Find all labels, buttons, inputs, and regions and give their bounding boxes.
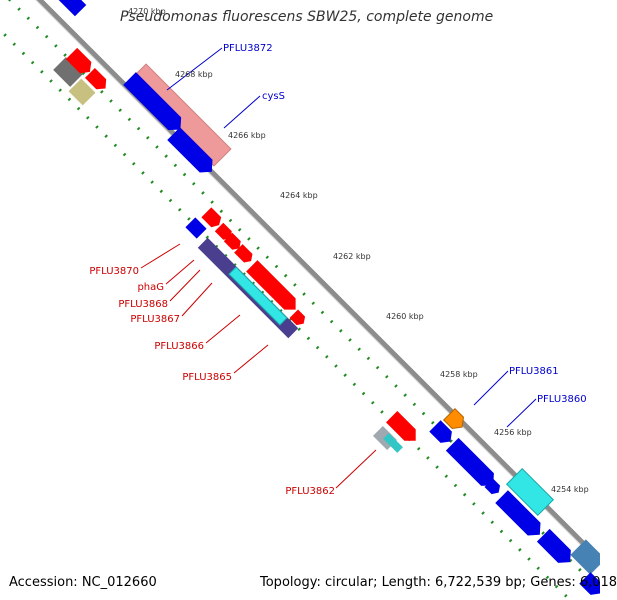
gene-label-pflu3860[interactable]: PFLU3860 — [537, 394, 587, 405]
callout-line-pflu3860 — [506, 398, 537, 428]
gene-label-pflu3868[interactable]: PFLU3868 — [118, 299, 168, 310]
callout-line-pflu3870 — [140, 243, 181, 269]
cds-reverse-feature[interactable] — [234, 244, 255, 265]
gene-label-cyss[interactable]: cysS — [262, 91, 285, 102]
cds-forward-feature[interactable] — [445, 437, 500, 492]
cds-reverse-feature[interactable] — [65, 47, 96, 78]
tick-label-cutoff: 4270 kbp — [128, 7, 166, 16]
cds-reverse-feature[interactable] — [386, 411, 421, 446]
gene-label-phag[interactable]: phaG — [137, 282, 164, 293]
cds-reverse-feature[interactable] — [289, 309, 308, 328]
genome-map: PFLU3872 cysS PFLU3861 PFLU3860 PFLU3870… — [0, 0, 600, 600]
cds-cyan-feature[interactable] — [505, 467, 555, 517]
accession-text: Accession: NC_012660 — [9, 575, 157, 590]
tick-label: 4260 kbp — [386, 312, 424, 321]
tick-label: 4268 kbp — [175, 70, 213, 79]
cds-reverse-feature[interactable] — [246, 260, 301, 315]
cds-olive-feature[interactable] — [68, 78, 96, 106]
cds-forward-feature[interactable] — [579, 572, 606, 599]
cds-forward-feature[interactable] — [123, 72, 187, 136]
callout-line-pflu3872 — [166, 47, 223, 91]
cds-steel-feature[interactable] — [570, 539, 605, 575]
cds-cyan-feature[interactable] — [228, 266, 288, 326]
cds-gray-feature[interactable] — [53, 57, 83, 87]
cds-forward-feature[interactable] — [484, 478, 503, 497]
callout-line-pflu3866 — [205, 314, 241, 344]
tick-label: 4254 kbp — [551, 485, 589, 494]
tick-label: 4258 kbp — [440, 370, 478, 379]
gene-label-pflu3872[interactable]: PFLU3872 — [223, 43, 273, 54]
cds-forward-feature[interactable] — [495, 490, 546, 541]
tick-label: 4266 kbp — [228, 131, 266, 140]
gene-label-pflu3865[interactable]: PFLU3865 — [182, 372, 232, 383]
cds-reverse-feature[interactable] — [84, 67, 110, 93]
tick-label: 4262 kbp — [333, 252, 371, 261]
cds-forward-feature[interactable] — [167, 127, 218, 178]
gene-label-pflu3867[interactable]: PFLU3867 — [130, 314, 180, 325]
gene-label-pflu3866[interactable]: PFLU3866 — [154, 341, 204, 352]
tick-label: 4256 kbp — [494, 428, 532, 437]
tick-label: 4264 kbp — [280, 191, 318, 200]
callout-line-pflu3861 — [473, 370, 509, 406]
callout-line-pflu3868 — [169, 269, 201, 302]
topology-summary: Topology: circular; Length: 6,722,539 bp… — [260, 575, 617, 590]
callout-line-cyss — [223, 95, 261, 129]
callout-line-phag — [165, 259, 195, 285]
gene-label-pflu3870[interactable]: PFLU3870 — [89, 266, 139, 277]
gene-label-pflu3862[interactable]: PFLU3862 — [285, 486, 335, 497]
cds-forward-feature[interactable] — [185, 217, 207, 239]
genome-title: Pseudomonas fluorescens SBW25, complete … — [120, 9, 494, 25]
cds-orange-feature[interactable] — [442, 407, 468, 433]
callout-line-pflu3862 — [335, 449, 377, 489]
callout-line-pflu3867 — [181, 282, 213, 317]
gene-label-pflu3861[interactable]: PFLU3861 — [509, 366, 559, 377]
cds-cyan-feature[interactable] — [383, 433, 403, 453]
cds-forward-feature[interactable] — [53, 0, 87, 17]
callout-line-pflu3865 — [233, 344, 269, 374]
cds-forward-feature[interactable] — [536, 528, 577, 569]
